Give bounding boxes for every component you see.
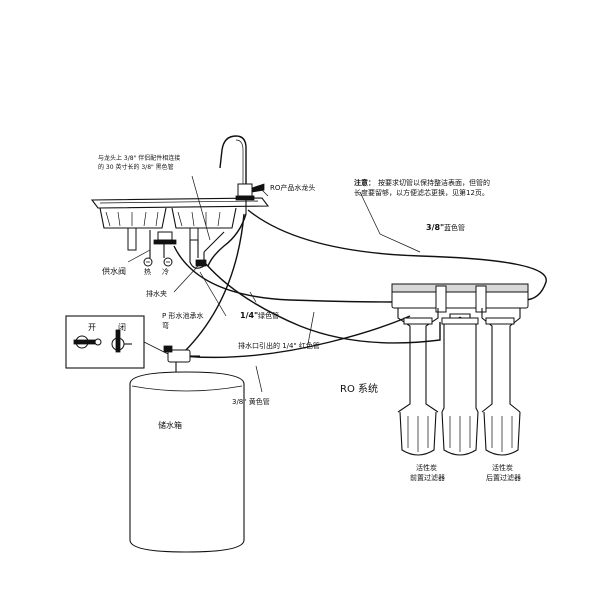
label-drain-outlet-red: 排水口引出的 1/4" 红色管 bbox=[238, 341, 320, 350]
label-ro-system: RO 系统 bbox=[340, 382, 378, 395]
label-ro-faucet: RO产品水龙头 bbox=[270, 183, 315, 192]
label-tube-38-blue: 蓝色管 bbox=[444, 223, 465, 232]
label-pre-filter: 活性炭前置过滤器 bbox=[410, 463, 445, 482]
tube-14-red bbox=[205, 263, 441, 344]
label-open: 开 bbox=[88, 323, 96, 332]
label-drain-clamp: 排水夹 bbox=[146, 289, 167, 298]
label-tube-14-green: 绿色管 bbox=[258, 311, 279, 320]
label-cold: 冷 bbox=[162, 267, 169, 276]
label-tube-38-yellow: 3/8" 黄色管 bbox=[232, 397, 270, 406]
label-tube-38-blue-size: 3/8" bbox=[426, 223, 444, 232]
drain-clamp bbox=[195, 259, 207, 267]
tube-faucet-black bbox=[207, 213, 247, 267]
tube-14-green bbox=[173, 245, 393, 303]
label-notice-body: 按要求切管以保持整洁表面，但管的长度要留够，以方便滤芯更换，见第12页。 bbox=[354, 178, 490, 197]
label-closed: 闭 bbox=[118, 323, 126, 332]
valve-open-close-inset bbox=[65, 315, 169, 369]
label-supply-valve: 供水阀 bbox=[102, 266, 126, 276]
label-storage-tank: 储水箱 bbox=[158, 420, 182, 430]
ro-system bbox=[391, 283, 529, 456]
tube-38-yellow bbox=[181, 315, 411, 359]
label-p-trap: P 形水池承水弯 bbox=[162, 311, 203, 330]
storage-tank bbox=[129, 345, 245, 553]
tube-38-blue bbox=[247, 209, 547, 301]
label-notice-title: 注意： bbox=[354, 178, 375, 187]
leader-lines bbox=[127, 175, 421, 393]
supply-valve bbox=[143, 230, 177, 267]
label-tube-14-green-size: 1/4" bbox=[240, 311, 258, 320]
sink bbox=[90, 197, 270, 251]
ro-faucet bbox=[219, 135, 265, 214]
label-faucet-fitting-note: 与龙头上 3/8" 伴侣配件相连接的 30 英寸长的 3/8" 黑色管 bbox=[98, 154, 180, 171]
tube-faucet-to-tank bbox=[183, 213, 245, 353]
label-post-filter: 活性炭后置过滤器 bbox=[486, 463, 521, 482]
label-hot: 热 bbox=[144, 267, 151, 276]
